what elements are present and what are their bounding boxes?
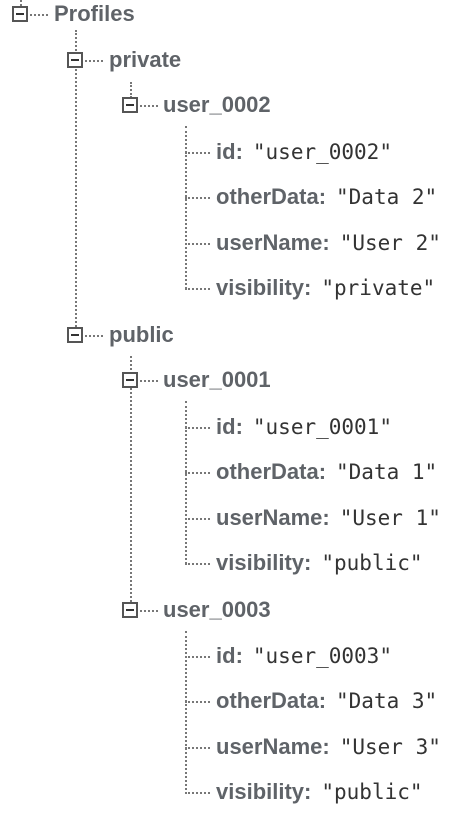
tree-connector: [185, 792, 210, 794]
field-separator: :: [318, 688, 327, 713]
node-label-user-0003[interactable]: user_0003: [163, 597, 271, 622]
tree-connector: [185, 701, 210, 703]
field-row-id[interactable]: id: "user_0003": [216, 642, 392, 670]
field-value[interactable]: "user_0003": [252, 644, 392, 668]
field-separator: :: [322, 230, 330, 255]
field-row-username[interactable]: userName: "User 1": [216, 504, 441, 532]
tree-connector: [130, 82, 132, 98]
field-row-visibility[interactable]: visibility: "public": [216, 778, 423, 806]
field-row-username[interactable]: userName: "User 2": [216, 229, 441, 257]
collapse-toggle-user-0002[interactable]: [122, 97, 138, 113]
field-value[interactable]: "User 3": [339, 735, 441, 759]
field-row-otherdata[interactable]: otherData: "Data 1": [216, 458, 437, 486]
node-label-public[interactable]: public: [109, 322, 174, 347]
field-separator: :: [304, 779, 312, 804]
field-separator: :: [235, 139, 243, 164]
node-label-user-0001[interactable]: user_0001: [163, 367, 271, 392]
tree-connector: [185, 472, 210, 474]
field-row-id[interactable]: id: "user_0001": [216, 413, 392, 441]
field-value[interactable]: "User 1": [339, 506, 441, 530]
field-row-visibility[interactable]: visibility: "private": [216, 274, 435, 302]
field-key: visibility: [216, 275, 305, 300]
tree-connector: [185, 197, 210, 199]
field-key: id: [216, 139, 236, 164]
field-key: userName: [216, 505, 323, 530]
field-key: visibility: [216, 779, 305, 804]
field-separator: :: [322, 734, 330, 759]
tree-connector: [140, 105, 158, 107]
tree-connector: [75, 30, 77, 330]
tree-connector: [185, 563, 210, 565]
field-row-otherdata[interactable]: otherData: "Data 2": [216, 183, 437, 211]
field-separator: :: [304, 550, 312, 575]
field-value[interactable]: "Data 2": [336, 185, 438, 209]
field-value[interactable]: "User 2": [339, 231, 441, 255]
tree-connector: [185, 126, 187, 289]
collapse-toggle-public[interactable]: [67, 327, 83, 343]
tree-connector: [140, 380, 158, 382]
tree-connector: [140, 610, 158, 612]
field-separator: :: [304, 275, 312, 300]
collapse-toggle-private[interactable]: [67, 52, 83, 68]
tree-connector: [185, 747, 210, 749]
tree-connector: [185, 631, 187, 794]
tree-connector: [185, 518, 210, 520]
field-row-id[interactable]: id: "user_0002": [216, 138, 392, 166]
tree-connector: [30, 14, 48, 16]
field-key: userName: [216, 230, 323, 255]
field-key: id: [216, 414, 236, 439]
tree-connector: [85, 60, 103, 62]
field-value[interactable]: "user_0002": [252, 140, 392, 164]
field-value[interactable]: "Data 1": [336, 460, 438, 484]
field-row-visibility[interactable]: visibility: "public": [216, 549, 423, 577]
field-separator: :: [318, 184, 327, 209]
collapse-toggle-user-0001[interactable]: [122, 372, 138, 388]
field-row-otherdata[interactable]: otherData: "Data 3": [216, 687, 437, 715]
collapse-toggle-user-0003[interactable]: [122, 602, 138, 618]
tree-connector: [185, 288, 210, 290]
field-value[interactable]: "Data 3": [336, 689, 438, 713]
node-label-user-0002[interactable]: user_0002: [163, 92, 271, 117]
field-separator: :: [235, 643, 243, 668]
field-key: userName: [216, 734, 323, 759]
tree-connector: [185, 243, 210, 245]
field-key: otherData: [216, 459, 319, 484]
field-key: otherData: [216, 184, 319, 209]
field-separator: :: [322, 505, 330, 530]
field-value[interactable]: "public": [321, 780, 423, 804]
tree-connector: [185, 401, 187, 564]
tree-connector: [130, 356, 132, 606]
field-row-username[interactable]: userName: "User 3": [216, 733, 441, 761]
field-key: visibility: [216, 550, 305, 575]
field-separator: :: [235, 414, 243, 439]
tree-connector: [185, 656, 210, 658]
node-label-private[interactable]: private: [109, 47, 182, 72]
tree-connector: [185, 152, 210, 154]
field-value[interactable]: "public": [321, 551, 423, 575]
tree-connector: [185, 427, 210, 429]
node-label-profiles[interactable]: Profiles: [54, 1, 135, 26]
field-key: id: [216, 643, 236, 668]
field-key: otherData: [216, 688, 319, 713]
field-value[interactable]: "user_0001": [252, 415, 392, 439]
field-separator: :: [318, 459, 327, 484]
tree-connector: [85, 335, 103, 337]
field-value[interactable]: "private": [321, 276, 436, 300]
tree-connector: [20, 0, 22, 6]
collapse-toggle-profiles[interactable]: [12, 6, 28, 22]
